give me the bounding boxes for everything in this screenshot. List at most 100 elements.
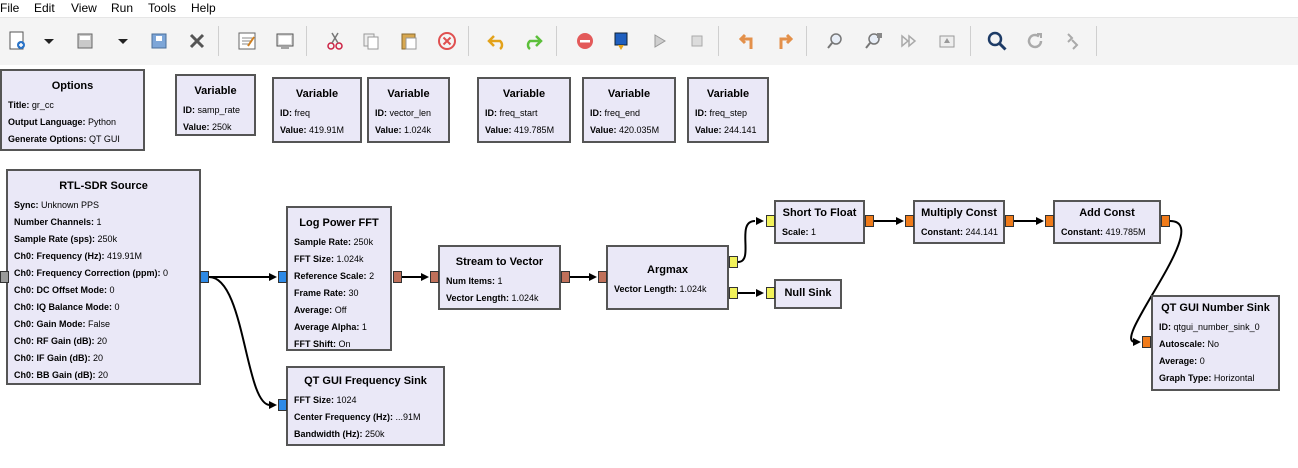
s2v-input-port[interactable] <box>430 271 439 283</box>
param-row: ID: qtgui_number_sink_0 <box>1159 322 1260 332</box>
kill-icon[interactable] <box>682 26 712 56</box>
mult-input-port[interactable] <box>905 215 914 227</box>
param-row: Sync: Unknown PPS <box>14 200 100 210</box>
bypass-icon[interactable] <box>1058 26 1088 56</box>
s2f-input-port[interactable] <box>766 215 775 227</box>
flowgraph-canvas[interactable]: Options Title: gr_cc Output Language: Py… <box>0 65 1298 468</box>
block-variable-freq-step[interactable]: Variable ID: freq_step Value: 244.141 <box>687 77 769 143</box>
new-icon[interactable] <box>2 26 32 56</box>
arrow-null-in <box>756 289 764 297</box>
dropdown-icon[interactable] <box>108 26 138 56</box>
argmax-output-port-0[interactable] <box>729 256 738 268</box>
zoom-in-icon[interactable] <box>858 26 888 56</box>
redo-icon[interactable] <box>518 26 548 56</box>
connection-rtl-to-freq-sink <box>208 276 271 406</box>
menu-view[interactable]: View <box>71 1 97 15</box>
search-icon[interactable] <box>982 26 1012 56</box>
param-row: Constant: 419.785M <box>1061 227 1146 237</box>
param-row: Ch0: Frequency (Hz): 419.91M <box>14 251 143 261</box>
arrow-number-sink-in <box>1133 338 1141 346</box>
paste-icon[interactable] <box>394 26 424 56</box>
block-variable-samp-rate[interactable]: Variable ID: samp_rate Value: 250k <box>175 74 256 136</box>
block-null-sink[interactable]: Null Sink <box>774 279 842 309</box>
param-row: Vector Length: 1.024k <box>614 284 707 294</box>
dropdown-icon[interactable] <box>34 26 64 56</box>
param-row: ID: vector_len <box>375 108 432 118</box>
param-row: Reference Scale: 2 <box>294 271 375 281</box>
block-log-power-fft[interactable]: Log Power FFT Sample Rate: 250k FFT Size… <box>286 206 392 351</box>
save-icon[interactable] <box>144 26 174 56</box>
param-row: Ch0: IF Gain (dB): 20 <box>14 353 104 363</box>
flowgraph-icon[interactable] <box>606 26 636 56</box>
log-fft-input-port[interactable] <box>278 271 287 283</box>
block-stream-to-vector[interactable]: Stream to Vector Num Items: 1 Vector Len… <box>438 245 561 310</box>
block-qt-gui-frequency-sink[interactable]: QT GUI Frequency Sink FFT Size: 1024 Cen… <box>286 366 445 446</box>
menu-run[interactable]: Run <box>111 1 134 15</box>
find-block-icon[interactable] <box>820 26 850 56</box>
block-title: Variable <box>607 88 651 100</box>
argmax-output-port-1[interactable] <box>729 287 738 299</box>
param-row: Value: 420.035M <box>590 125 660 135</box>
block-rtl-sdr-source[interactable]: RTL-SDR Source Sync: Unknown PPS Number … <box>6 169 201 385</box>
param-row: ID: freq_start <box>485 108 538 118</box>
rtl-sdr-input-port[interactable] <box>0 271 9 283</box>
menu-help[interactable]: Help <box>191 1 216 15</box>
block-title: Null Sink <box>784 287 832 299</box>
stop-icon[interactable] <box>570 26 600 56</box>
block-variable-freq-end[interactable]: Variable ID: freq_end Value: 420.035M <box>582 77 676 143</box>
block-multiply-const[interactable]: Multiply Const Constant: 244.141 <box>913 200 1005 244</box>
block-argmax[interactable]: Argmax Vector Length: 1.024k <box>606 245 729 310</box>
param-row: Ch0: IQ Balance Mode: 0 <box>14 302 120 312</box>
arrow-s2f-in <box>756 217 764 225</box>
menu-edit[interactable]: Edit <box>34 1 55 15</box>
param-row: Title: gr_cc <box>8 100 54 110</box>
log-fft-output-port[interactable] <box>393 271 402 283</box>
block-title: Log Power FFT <box>299 217 379 229</box>
block-add-const[interactable]: Add Const Constant: 419.785M <box>1053 200 1161 244</box>
menu-file[interactable]: File <box>0 1 20 15</box>
param-row: Value: 419.91M <box>280 125 345 135</box>
screen-icon[interactable] <box>270 26 300 56</box>
reload-icon[interactable] <box>1020 26 1050 56</box>
param-row: ID: samp_rate <box>183 105 241 115</box>
block-variable-freq-start[interactable]: Variable ID: freq_start Value: 419.785M <box>477 77 571 143</box>
block-title: QT GUI Number Sink <box>1161 302 1270 314</box>
open-icon[interactable] <box>70 26 100 56</box>
s2v-output-port[interactable] <box>561 271 570 283</box>
block-title: Add Const <box>1079 207 1135 219</box>
add-input-port[interactable] <box>1045 215 1054 227</box>
edit-icon[interactable] <box>232 26 262 56</box>
mult-output-port[interactable] <box>1005 215 1014 227</box>
add-output-port[interactable] <box>1161 215 1170 227</box>
rotate-cw-icon[interactable] <box>770 26 800 56</box>
close-icon[interactable] <box>182 26 212 56</box>
block-title: Argmax <box>647 264 688 276</box>
block-title: Variable <box>706 88 750 100</box>
block-variable-freq[interactable]: Variable ID: freq Value: 419.91M <box>272 77 362 143</box>
number-sink-input-port[interactable] <box>1142 336 1151 348</box>
raise-icon[interactable] <box>932 26 962 56</box>
null-sink-input-port[interactable] <box>766 287 775 299</box>
cut-icon[interactable] <box>320 26 350 56</box>
menu-tools[interactable]: Tools <box>148 1 177 15</box>
arrow-add-in <box>1036 217 1044 225</box>
param-row: Value: 419.785M <box>485 125 555 135</box>
s2f-output-port[interactable] <box>865 215 874 227</box>
block-options[interactable]: Options Title: gr_cc Output Language: Py… <box>0 69 145 151</box>
rotate-ccw-icon[interactable] <box>732 26 762 56</box>
block-short-to-float[interactable]: Short To Float Scale: 1 <box>774 200 865 244</box>
param-row: FFT Size: 1.024k <box>294 254 364 264</box>
freq-sink-input-port[interactable] <box>278 399 287 411</box>
rtl-sdr-output-port[interactable] <box>200 271 209 283</box>
param-row: FFT Shift: On <box>294 339 351 349</box>
run-icon[interactable] <box>644 26 674 56</box>
more-icon[interactable] <box>894 26 924 56</box>
block-variable-vector-len[interactable]: Variable ID: vector_len Value: 1.024k <box>367 77 450 143</box>
block-qt-gui-number-sink[interactable]: QT GUI Number Sink ID: qtgui_number_sink… <box>1151 295 1280 391</box>
param-row: ID: freq_end <box>590 108 641 118</box>
delete-icon[interactable] <box>432 26 462 56</box>
undo-icon[interactable] <box>482 26 512 56</box>
param-row: Ch0: BB Gain (dB): 20 <box>14 370 109 380</box>
copy-icon[interactable] <box>356 26 386 56</box>
argmax-input-port[interactable] <box>598 271 607 283</box>
